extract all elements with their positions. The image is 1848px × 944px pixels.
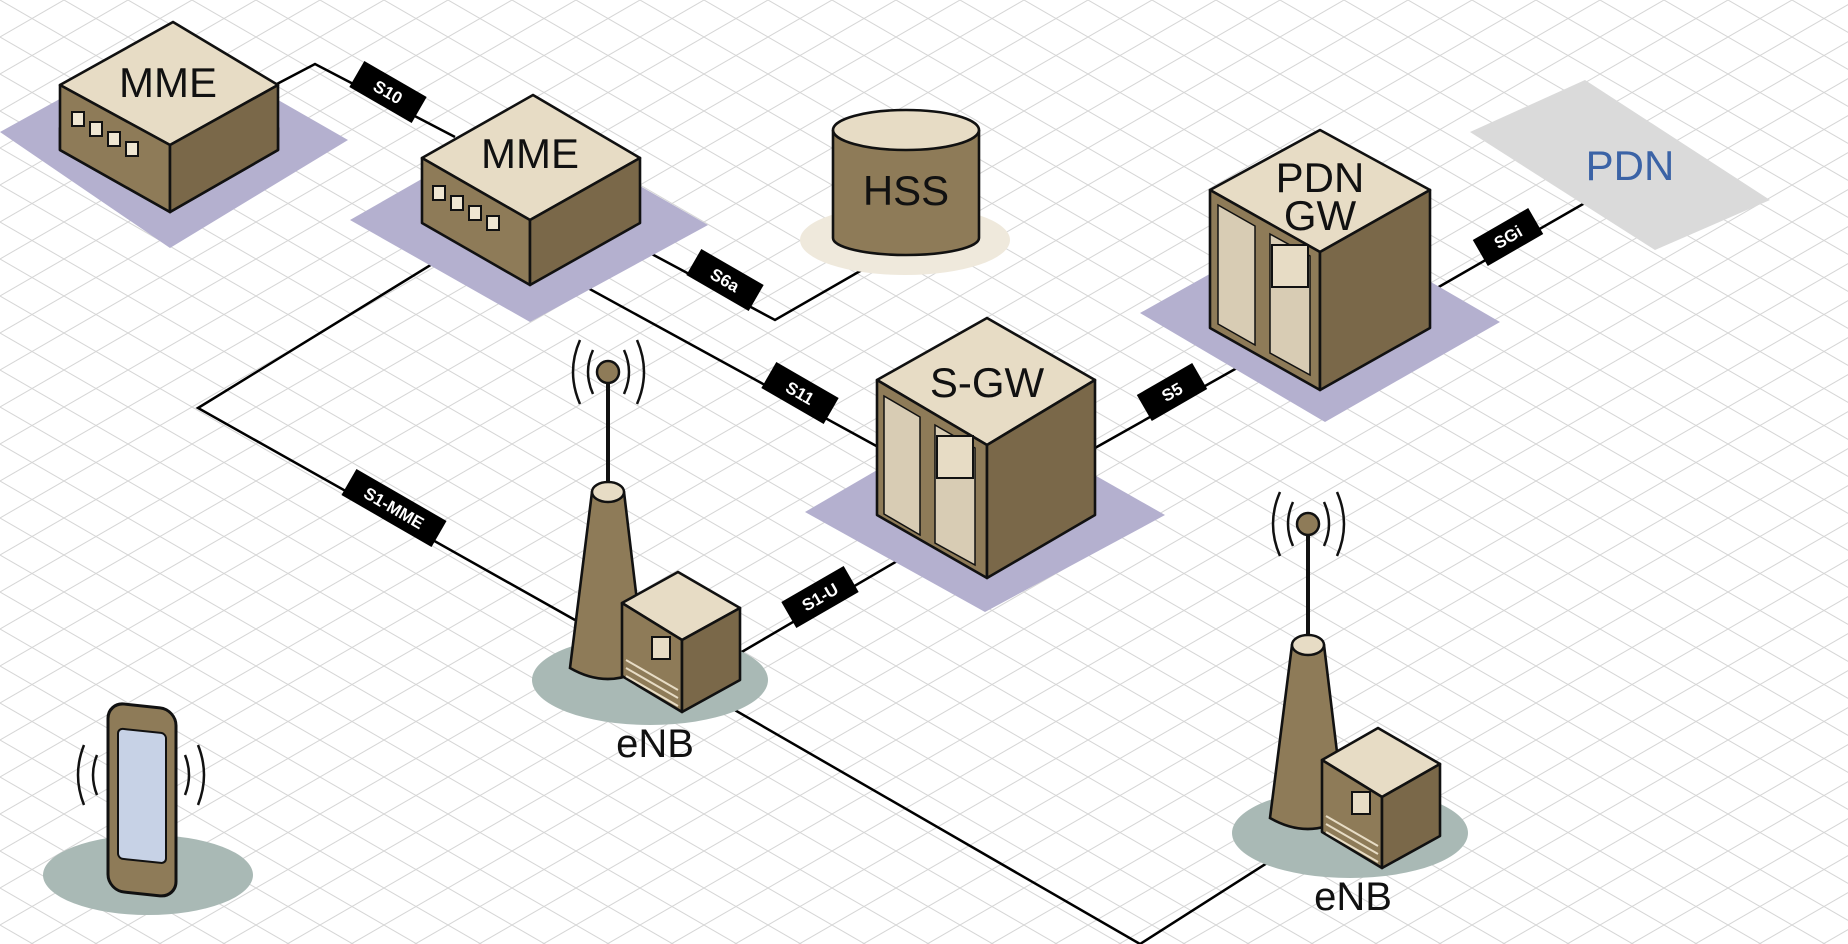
pdn-gw-vent-left [1217, 203, 1256, 347]
enb-2-cabinet-panel [1351, 791, 1371, 815]
link-enb-backhaul[interactable] [699, 688, 1301, 944]
mme-1-side-face [168, 83, 280, 214]
enb-1-label: eNB [616, 722, 694, 766]
pdn-gw-side-face [1318, 188, 1432, 392]
enb-node-1[interactable]: eNB [532, 339, 768, 766]
pdn-gw-label-line1: PDN [1276, 154, 1365, 201]
mme-2-side-face [528, 156, 642, 287]
ue-phone-screen [117, 727, 167, 864]
hss-node[interactable]: HSS [800, 108, 1010, 275]
pdn-label: PDN [1586, 142, 1675, 189]
sgw-node[interactable]: S-GW [805, 316, 1165, 612]
mme-1-port-icon [125, 141, 139, 157]
hss-cylinder-body [831, 130, 981, 257]
hss-label: HSS [863, 167, 949, 214]
mme-2-port-icon [450, 195, 464, 211]
ue-signal-waves-right [183, 744, 206, 806]
iface-tag-s11: S11 [761, 362, 839, 424]
enb-1-cabinet-vents [625, 659, 679, 707]
enb-2-antenna-tip [1295, 511, 1321, 537]
enb-node-2[interactable]: eNB [1232, 491, 1468, 919]
mme-1-label: MME [119, 59, 217, 106]
link-s6a[interactable] [619, 235, 889, 322]
enb-1-tower-top [590, 480, 626, 504]
enb-2-label: eNB [1314, 875, 1392, 919]
sgw-panel [936, 435, 974, 479]
mme-1-port-icon [89, 121, 103, 137]
mme-1-port-icon [107, 131, 121, 147]
enb-1-signal-waves-left [571, 339, 595, 405]
enb-1-signal-waves-right [622, 339, 646, 405]
mme-1-port-icon [71, 111, 85, 127]
enb-2-tower-top [1290, 633, 1326, 657]
mme-2-port-icon [432, 185, 446, 201]
hss-cylinder-top [831, 108, 981, 152]
interface-labels: S10 S6a S11 S1-MME S1-U S5 SGi [341, 61, 1544, 628]
pdn-gw-node[interactable]: PDN GW [1140, 128, 1500, 422]
mme-2-port-icon [468, 205, 482, 221]
enb-2-signal-waves-left [1271, 491, 1295, 557]
sgw-label: S-GW [930, 359, 1045, 406]
enb-2-cabinet-vents [1325, 815, 1379, 863]
pdn-cloud-shape [1470, 80, 1770, 250]
enb-1-cabinet-side [680, 606, 742, 714]
ue-phone-node[interactable] [43, 702, 253, 915]
link-s1-mme[interactable] [195, 248, 576, 622]
iface-tag-s5: S5 [1136, 363, 1208, 421]
pdn-gw-panel [1271, 244, 1309, 288]
pdn-cloud[interactable]: PDN [1470, 80, 1770, 250]
mme-node-2[interactable]: MME [350, 93, 708, 322]
ue-signal-waves-left [76, 744, 99, 806]
mme-2-port-icon [486, 215, 500, 231]
enb-2-signal-waves-right [1322, 491, 1346, 557]
enb-1-antenna-tip [595, 359, 621, 385]
enb-1-cabinet-panel [651, 636, 671, 660]
mme-node-1[interactable]: MME [0, 20, 348, 248]
sgw-vent-left [883, 394, 921, 537]
pdn-gw-label-line2: GW [1284, 192, 1357, 239]
sgw-side-face [985, 378, 1097, 580]
mme-2-label: MME [481, 130, 579, 177]
enb-2-cabinet-side [1380, 762, 1442, 870]
